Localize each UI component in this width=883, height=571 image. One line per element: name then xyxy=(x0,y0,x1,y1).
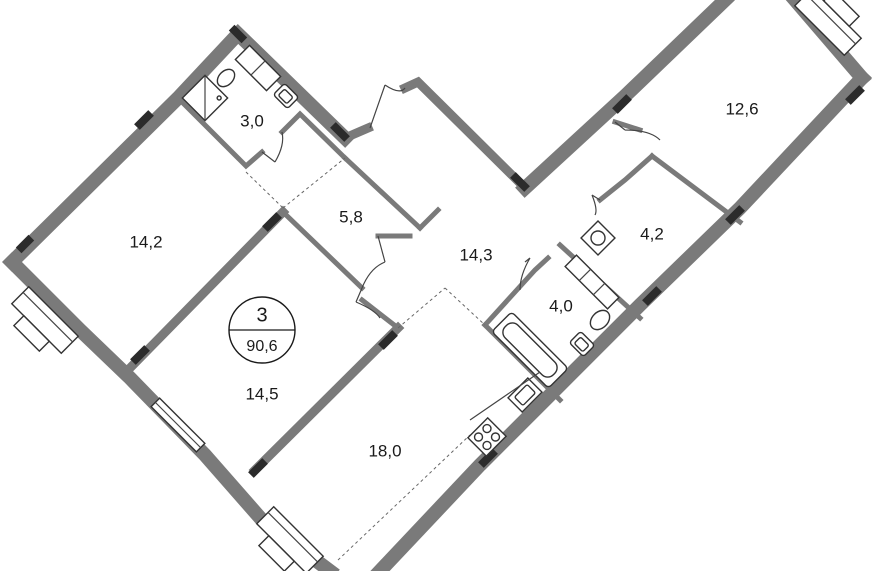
partition-bedroom-tr-bottom xyxy=(611,118,644,134)
partition-closet-top xyxy=(341,154,424,232)
opening-closet xyxy=(282,157,346,209)
cabinet-icon xyxy=(234,44,282,92)
column xyxy=(378,330,398,350)
door-bedroom-center xyxy=(355,287,381,319)
kitchen-counter xyxy=(469,371,541,421)
door-closet xyxy=(361,235,386,289)
room-area-bedroom-top-right: 12,6 xyxy=(725,99,758,118)
column xyxy=(130,345,150,365)
shower-icon xyxy=(181,74,229,122)
fixtures xyxy=(181,44,620,458)
partition-bath-small-bottom xyxy=(174,94,266,170)
room-area-hall: 14,3 xyxy=(459,245,492,264)
window-left xyxy=(150,397,206,453)
room-area-bedroom-left: 14,2 xyxy=(129,232,162,251)
door-bath-small xyxy=(261,131,284,163)
stove-icon xyxy=(466,416,508,458)
opening-living-right xyxy=(444,287,486,326)
column xyxy=(228,24,248,44)
column xyxy=(478,448,498,468)
sink-icon xyxy=(569,331,595,357)
wall-upper-left xyxy=(2,24,355,272)
partition-hall-lower xyxy=(358,296,402,332)
partition-wc-left xyxy=(596,152,656,204)
room-area-bedroom-center: 14,5 xyxy=(245,384,278,403)
column xyxy=(510,172,530,192)
wall-top-right xyxy=(515,0,735,198)
toilet-icon xyxy=(216,68,236,88)
interior-walls xyxy=(123,94,744,477)
total-area: 90,6 xyxy=(246,338,277,355)
washing-machine-icon xyxy=(580,220,616,256)
columns xyxy=(15,24,865,478)
column xyxy=(612,94,632,114)
balcony-left xyxy=(10,285,80,355)
bathtub-icon xyxy=(492,312,568,388)
column xyxy=(642,286,662,306)
opening-living-bottom xyxy=(337,434,471,561)
door-wc xyxy=(591,194,601,216)
partition-closet-stub xyxy=(416,206,442,232)
column xyxy=(845,85,865,105)
kitchen-sink-icon xyxy=(507,377,543,413)
openings xyxy=(245,157,486,561)
room-area-bath-small: 3,0 xyxy=(240,111,264,130)
partition-bath-small-right xyxy=(278,110,349,162)
rooms-count: 3 xyxy=(256,304,267,326)
room-labels: 3,0 14,2 5,8 14,3 12,6 4,2 4,0 14,5 18,0 xyxy=(129,99,758,460)
cabinet-icon xyxy=(564,254,620,310)
balcony-top-right xyxy=(793,0,863,57)
partition-closet-left xyxy=(279,208,366,292)
column xyxy=(725,205,745,225)
sink-icon xyxy=(273,83,299,109)
column xyxy=(248,458,268,478)
balcony-bottom xyxy=(255,505,325,571)
doors xyxy=(261,84,661,319)
room-area-wc: 4,2 xyxy=(640,224,664,243)
wall-entrance-right xyxy=(399,76,532,195)
wall-right-exterior xyxy=(370,68,872,571)
apartment-badge: 3 90,6 xyxy=(228,296,296,364)
partition-bedroom-center-right xyxy=(248,321,405,477)
partition-wc-top xyxy=(648,152,744,226)
partition-bedrooms xyxy=(123,205,290,375)
door-entrance xyxy=(369,84,406,129)
room-area-closet: 5,8 xyxy=(339,207,363,226)
column xyxy=(330,122,350,142)
column xyxy=(262,212,282,232)
opening-living-top xyxy=(397,287,446,329)
column xyxy=(15,234,35,254)
partition-bath-left xyxy=(481,254,552,329)
door-bedroom-tr xyxy=(614,121,661,141)
door-bath xyxy=(519,257,531,291)
room-area-living-kitchen: 18,0 xyxy=(368,441,401,460)
opening-bedroom-left xyxy=(245,171,284,209)
room-area-bathroom: 4,0 xyxy=(549,296,573,315)
column xyxy=(134,110,154,130)
